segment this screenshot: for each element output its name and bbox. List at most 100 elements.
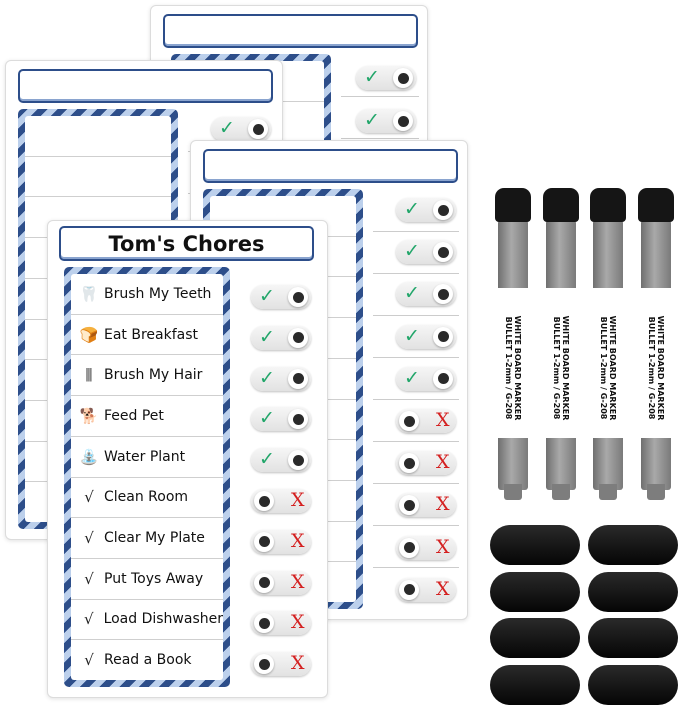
- chore-item[interactable]: √Clear My Plate: [71, 518, 223, 559]
- toggle-knob[interactable]: [399, 537, 419, 558]
- toggle-knob[interactable]: [399, 411, 419, 431]
- toggle-knob[interactable]: [254, 531, 274, 552]
- toggle-switch[interactable]: X: [396, 535, 456, 560]
- magnetic-slider[interactable]: [588, 525, 678, 565]
- toggle-knob[interactable]: [399, 579, 419, 600]
- chore-item[interactable]: 🍞Eat Breakfast: [71, 315, 223, 356]
- toggle-switch[interactable]: X: [396, 409, 456, 433]
- toggle-switch[interactable]: ✓: [251, 448, 311, 473]
- chore-label: Put Toys Away: [104, 570, 204, 587]
- board-title-box[interactable]: [163, 14, 418, 48]
- toggle-switch[interactable]: ✓: [396, 282, 456, 307]
- x-icon: X: [291, 611, 305, 634]
- magnetic-slider[interactable]: [588, 618, 678, 658]
- check-icon: ✓: [259, 366, 275, 389]
- board-title-box[interactable]: [18, 69, 273, 103]
- chore-item[interactable]: √Load Dishwasher: [71, 600, 223, 641]
- toggle-knob[interactable]: [393, 68, 413, 88]
- chore-item[interactable]: 🐕Feed Pet: [71, 396, 223, 437]
- toggle-switch[interactable]: ✓: [356, 109, 416, 133]
- marker-tip: [599, 484, 617, 500]
- toggle-knob[interactable]: [254, 654, 274, 675]
- row-line: [373, 567, 459, 568]
- board-title-box[interactable]: [203, 149, 458, 183]
- marker-brand: WHITE BOARD MARKER: [561, 315, 570, 421]
- toggle-knob[interactable]: [433, 242, 453, 263]
- x-icon: X: [291, 570, 305, 593]
- toggle-switch[interactable]: X: [396, 577, 456, 602]
- toggle-switch[interactable]: ✓: [211, 117, 271, 141]
- toggle-knob[interactable]: [288, 409, 308, 430]
- magnetic-slider[interactable]: [490, 525, 580, 565]
- toggle-switch[interactable]: X: [251, 489, 311, 513]
- toast-icon: 🍞: [79, 325, 99, 344]
- toggle-knob[interactable]: [288, 327, 308, 348]
- chore-item[interactable]: ⛲Water Plant: [71, 437, 223, 478]
- toggle-knob[interactable]: [254, 572, 274, 593]
- toggle-switch[interactable]: ✓: [396, 198, 456, 222]
- magnetic-slider[interactable]: [490, 571, 580, 612]
- comb-icon: ⫼: [85, 366, 93, 385]
- check-icon: ✓: [364, 66, 380, 88]
- toggle-knob[interactable]: [248, 119, 268, 139]
- toggle-knob[interactable]: [399, 453, 419, 474]
- toggle-knob[interactable]: [399, 495, 419, 516]
- toggle-knob[interactable]: [288, 450, 308, 471]
- toggle-knob[interactable]: [433, 284, 453, 305]
- toggle-switch[interactable]: X: [251, 529, 311, 554]
- front-board: Tom's Chores 🦷Brush My Teeth🍞Eat Breakfas…: [47, 220, 328, 698]
- magnetic-slider[interactable]: [588, 664, 678, 705]
- toggle-switch[interactable]: X: [396, 451, 456, 476]
- row-line: [373, 273, 459, 274]
- toggle-knob[interactable]: [254, 613, 274, 634]
- toggle-knob[interactable]: [288, 368, 308, 389]
- toggle-switch[interactable]: X: [251, 611, 311, 636]
- toggle-switch[interactable]: ✓: [251, 285, 311, 309]
- toggle-switch[interactable]: X: [251, 652, 311, 677]
- chore-item[interactable]: √Clean Room: [71, 478, 223, 519]
- chore-row-blank[interactable]: [25, 116, 171, 157]
- chore-label: Water Plant: [104, 448, 186, 465]
- toggle-switch[interactable]: ✓: [396, 324, 456, 349]
- marker-spec: BULLET 1-2mm / G-208: [552, 316, 561, 420]
- magnetic-slider[interactable]: [490, 618, 580, 658]
- chore-item[interactable]: 🦷Brush My Teeth: [71, 274, 223, 315]
- chore-label: Read a Book: [104, 652, 192, 669]
- toggle-switch[interactable]: X: [396, 493, 456, 518]
- magnetic-slider[interactable]: [490, 664, 580, 705]
- checkmark-icon: √: [84, 529, 94, 548]
- x-icon: X: [436, 451, 450, 474]
- toggle-knob[interactable]: [393, 111, 413, 131]
- chore-row-blank[interactable]: [25, 157, 171, 198]
- marker-tip: [504, 484, 522, 500]
- toggle-switch[interactable]: X: [251, 570, 311, 595]
- toggle-switch[interactable]: ✓: [396, 366, 456, 391]
- toggle-switch[interactable]: ✓: [251, 325, 311, 350]
- toggle-switch[interactable]: ✓: [251, 366, 311, 391]
- chore-item[interactable]: √Put Toys Away: [71, 559, 223, 600]
- board-title[interactable]: Tom's Chores: [59, 226, 314, 261]
- check-icon: ✓: [259, 448, 275, 471]
- check-icon: ✓: [259, 285, 275, 307]
- toggle-knob[interactable]: [433, 326, 453, 347]
- chore-item[interactable]: ⫼Brush My Hair: [71, 355, 223, 397]
- magnetic-slider[interactable]: [588, 571, 678, 612]
- toggle-switch[interactable]: ✓: [396, 240, 456, 265]
- toggle-knob[interactable]: [288, 287, 308, 307]
- x-icon: X: [436, 535, 450, 558]
- chore-item[interactable]: √Read a Book: [71, 640, 223, 680]
- toggle-switch[interactable]: ✓: [356, 66, 416, 90]
- marker-brand: WHITE BOARD MARKER: [656, 315, 665, 421]
- toggle-knob[interactable]: [433, 368, 453, 389]
- row-line: [373, 315, 459, 316]
- toggle-knob[interactable]: [254, 491, 274, 511]
- marker-tip: [552, 484, 570, 500]
- toggle-switch[interactable]: ✓: [251, 407, 311, 432]
- toggle-knob[interactable]: [433, 200, 453, 220]
